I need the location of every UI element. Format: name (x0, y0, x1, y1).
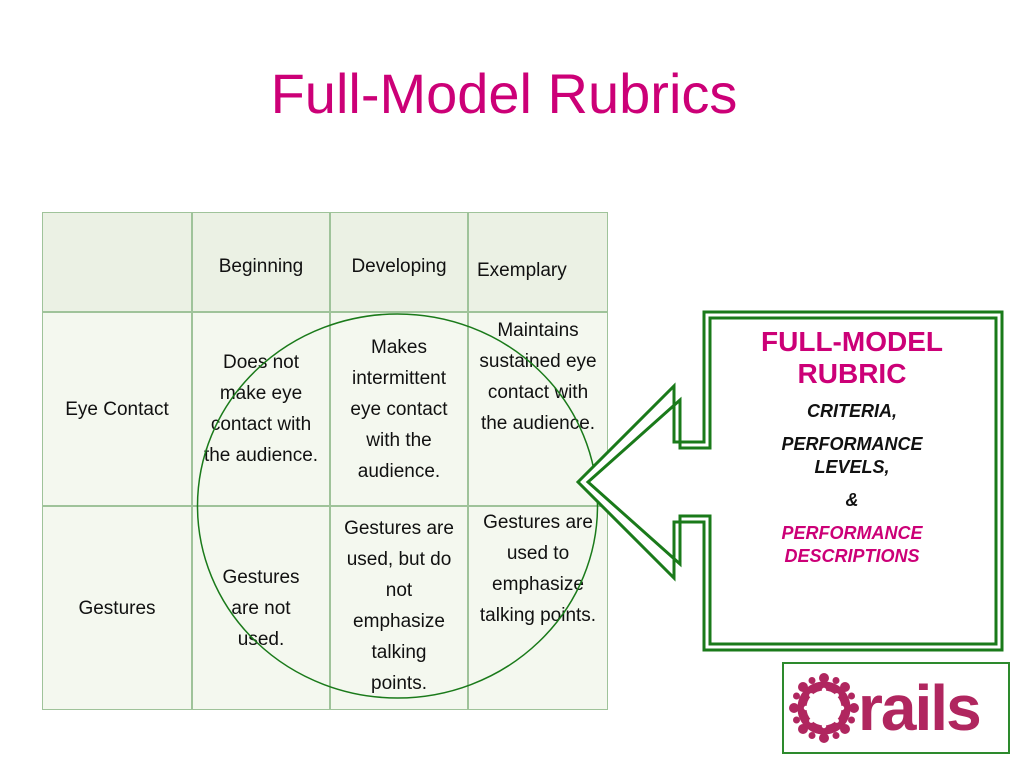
level-header-beginning: Beginning (192, 212, 330, 312)
description-text: Gestures are used, but do not emphasize … (344, 518, 454, 694)
callout-text: FULL-MODEL RUBRIC CRITERIA, PERFORMANCE … (706, 326, 998, 568)
criterion-label: Gestures (78, 597, 156, 619)
description-cell: Makes intermittent eye contact with the … (330, 312, 468, 506)
description-text: Gestures are not used. (222, 566, 300, 650)
callout-ampersand: & (845, 490, 859, 510)
callout-title: FULL-MODEL RUBRIC (761, 326, 943, 389)
callout-performance-levels: PERFORMANCE LEVELS, (781, 434, 923, 477)
callout-performance-descriptions: PERFORMANCE DESCRIPTIONS (781, 523, 923, 566)
description-cell: Does not make eye contact with the audie… (192, 312, 330, 506)
level-label: Beginning (218, 256, 304, 277)
rubric-corner-cell (42, 212, 192, 312)
description-text: Makes intermittent eye contact with the … (350, 336, 448, 482)
description-text: Does not make eye contact with the audie… (203, 352, 319, 466)
rails-logo-text: rails (858, 672, 982, 744)
level-label: Developing (351, 256, 447, 277)
slide-title: Full-Model Rubrics (270, 62, 738, 125)
level-label: Exemplary (477, 260, 567, 281)
description-cell: Gestures are used, but do not emphasize … (330, 506, 468, 710)
criterion-label: Eye Contact (65, 398, 169, 420)
level-header-exemplary: Exemplary (468, 212, 608, 312)
criterion-gestures: Gestures (42, 506, 192, 710)
callout-criteria: CRITERIA, (807, 401, 897, 421)
rubric-table: Beginning Developing Exemplary Eye Conta… (42, 212, 608, 710)
rails-logo: rails (782, 662, 1010, 754)
rails-logo-ring-icon (789, 673, 859, 743)
description-cell: Gestures are not used. (192, 506, 330, 710)
criterion-eye-contact: Eye Contact (42, 312, 192, 506)
level-header-developing: Developing (330, 212, 468, 312)
arrow-callout-shape (576, 310, 1004, 652)
